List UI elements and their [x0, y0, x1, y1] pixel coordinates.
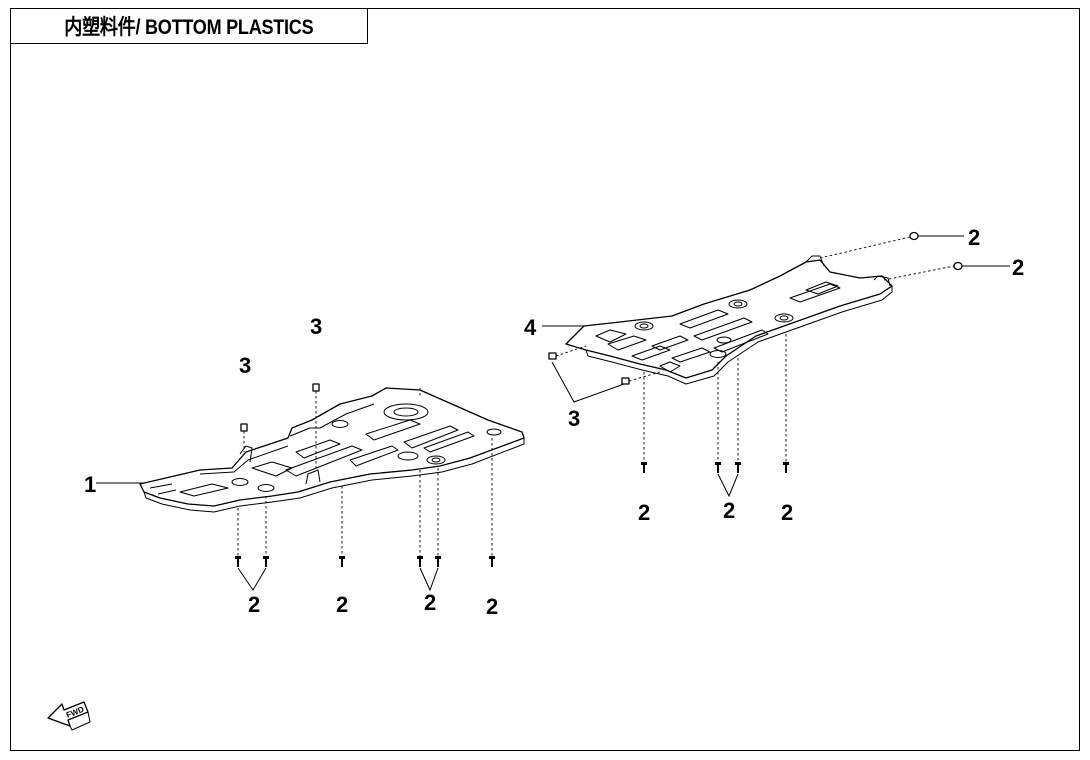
centerline [628, 371, 661, 382]
clip-nut-left-a [240, 423, 248, 432]
bolt-right-4 [783, 462, 789, 473]
callout-2: 2 [638, 500, 650, 525]
clip-nut-left-b [312, 383, 320, 392]
centerline [883, 265, 955, 281]
callout-2: 2 [781, 500, 793, 525]
bolt-left-2 [263, 556, 269, 567]
leader-line [717, 473, 739, 498]
bolt-left-3 [339, 556, 345, 567]
bottom-plastic-part-1 [139, 387, 525, 513]
forward-arrow-icon: FWD [47, 701, 91, 731]
callout-4: 4 [524, 315, 537, 340]
bolt-right-2 [715, 462, 721, 473]
title-box: 内塑料件/ BOTTOM PLASTICS [10, 8, 368, 44]
bolt-right-top-1 [909, 231, 919, 241]
callout-3: 3 [568, 406, 580, 431]
clip-nut-right-a [548, 352, 557, 360]
centerline [819, 236, 911, 259]
leader-line [237, 567, 267, 591]
callout-2: 2 [723, 498, 735, 523]
bottom-plastic-part-4 [565, 255, 893, 385]
bolt-left-5 [435, 556, 441, 567]
callout-2: 2 [1012, 255, 1024, 280]
callout-3: 3 [310, 314, 322, 339]
callout-2: 2 [486, 594, 498, 619]
leader-line [551, 361, 625, 403]
bolt-right-3 [735, 462, 741, 473]
callout-2: 2 [424, 590, 436, 615]
drawing-frame [10, 8, 1080, 751]
leader-line [419, 567, 439, 592]
bolt-right-top-2 [953, 261, 963, 271]
callout-2: 2 [336, 592, 348, 617]
callout-1: 1 [84, 472, 96, 497]
bolt-left-1 [235, 556, 241, 567]
bolt-left-4 [417, 556, 423, 567]
centerline [555, 345, 587, 357]
bolt-right-1 [641, 462, 647, 473]
page-title: 内塑料件/ BOTTOM PLASTICS [63, 15, 314, 39]
bolt-left-6 [489, 556, 495, 567]
callout-2: 2 [968, 225, 980, 250]
callout-3: 3 [239, 353, 251, 378]
clip-nut-right-b [621, 377, 630, 385]
callout-2: 2 [248, 592, 260, 617]
